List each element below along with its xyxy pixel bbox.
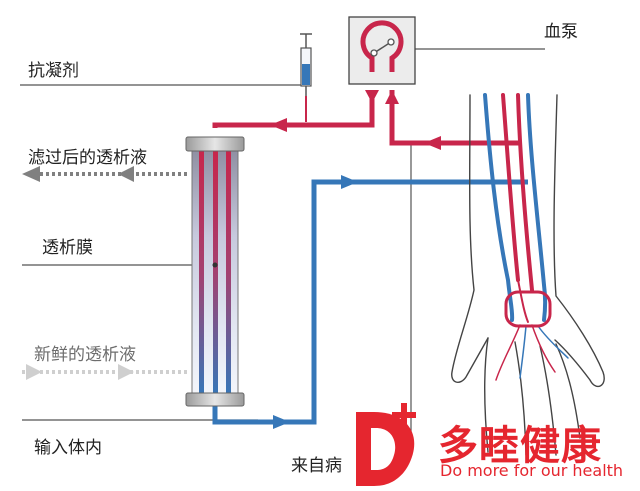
blood-pump xyxy=(348,16,416,85)
brand-name: 多睦健康 xyxy=(438,423,602,469)
fresh-dialysate-flow xyxy=(22,364,190,380)
arterial-arrows xyxy=(270,90,441,150)
venous-line xyxy=(212,179,528,425)
used-dialysate-flow xyxy=(22,166,190,182)
dialysis-membrane-label: 透析膜 xyxy=(42,238,93,258)
leader-lines xyxy=(20,48,545,452)
dialyzer xyxy=(185,136,245,407)
brand-slogan: Do more for our health xyxy=(440,461,624,480)
arm-and-hand xyxy=(451,94,605,456)
anticoagulant-label: 抗凝剂 xyxy=(28,61,79,81)
anticoagulant-syringe xyxy=(300,33,312,122)
return-to-body-label: 输入体内 xyxy=(34,438,102,458)
brand-logo-mark xyxy=(356,403,416,486)
arterial-line xyxy=(212,90,520,146)
blood-pump-label: 血泵 xyxy=(544,22,578,42)
used-dialysate-label: 滤过后的透析液 xyxy=(28,148,147,168)
venous-arrows xyxy=(273,175,358,429)
fistula-ring xyxy=(504,290,552,328)
arm-vessels xyxy=(483,93,569,381)
from-patient-label: 来自病 xyxy=(291,456,342,476)
fresh-dialysate-label: 新鲜的透析液 xyxy=(34,345,136,365)
